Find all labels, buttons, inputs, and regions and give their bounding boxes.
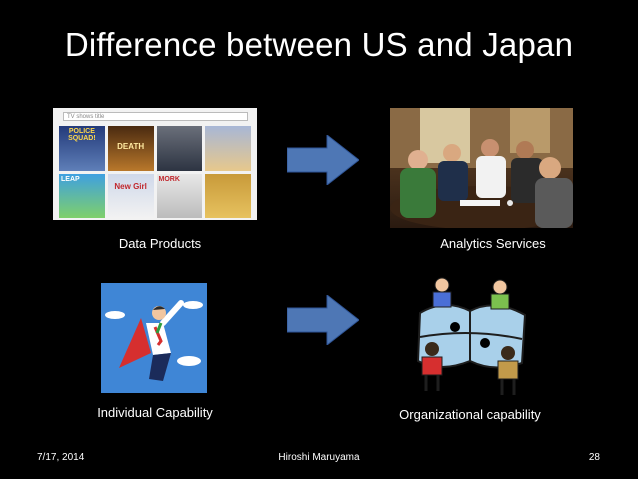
superhero-icon	[105, 300, 203, 381]
footer-date: 7/17, 2014	[37, 452, 85, 463]
slide-title: Difference between US and Japan	[64, 26, 574, 63]
thumbnail-grid: POLICE SQUAD! DEATH LEAP New Girl MORK	[59, 126, 251, 218]
analytics-services-image	[390, 108, 573, 228]
thumbnail-tile: New Girl	[107, 173, 154, 218]
thumbnail-tile: POLICE SQUAD!	[59, 126, 105, 171]
caption-data-products: Data Products	[118, 236, 202, 251]
meeting-illustration	[390, 108, 573, 228]
thumbnail-tile	[205, 126, 251, 171]
data-products-image: TV shows title POLICE SQUAD! DEATH LEAP …	[53, 108, 257, 220]
caption-analytics-services: Analytics Services	[440, 236, 546, 251]
page-number: 28	[588, 452, 600, 463]
puzzle-team-icon	[416, 277, 527, 395]
thumbnail-tile: DEATH	[107, 126, 154, 171]
superhero-image	[101, 283, 207, 393]
thumbnail-tile	[156, 126, 203, 171]
right-arrow-icon	[287, 295, 359, 345]
footer-author: Hiroshi Maruyama	[278, 452, 360, 463]
thumbnail-tile: MORK	[156, 173, 203, 218]
thumbnail-tile: LEAP	[59, 173, 105, 218]
search-placeholder: TV shows title	[67, 114, 105, 120]
caption-organizational-capability: Organizational capability	[399, 407, 541, 422]
right-arrow-icon	[287, 135, 359, 185]
search-bar: TV shows title	[63, 112, 248, 121]
thumbnail-tile	[205, 173, 251, 218]
organizational-puzzle-image	[400, 273, 540, 398]
caption-individual-capability: Individual Capability	[97, 405, 213, 420]
